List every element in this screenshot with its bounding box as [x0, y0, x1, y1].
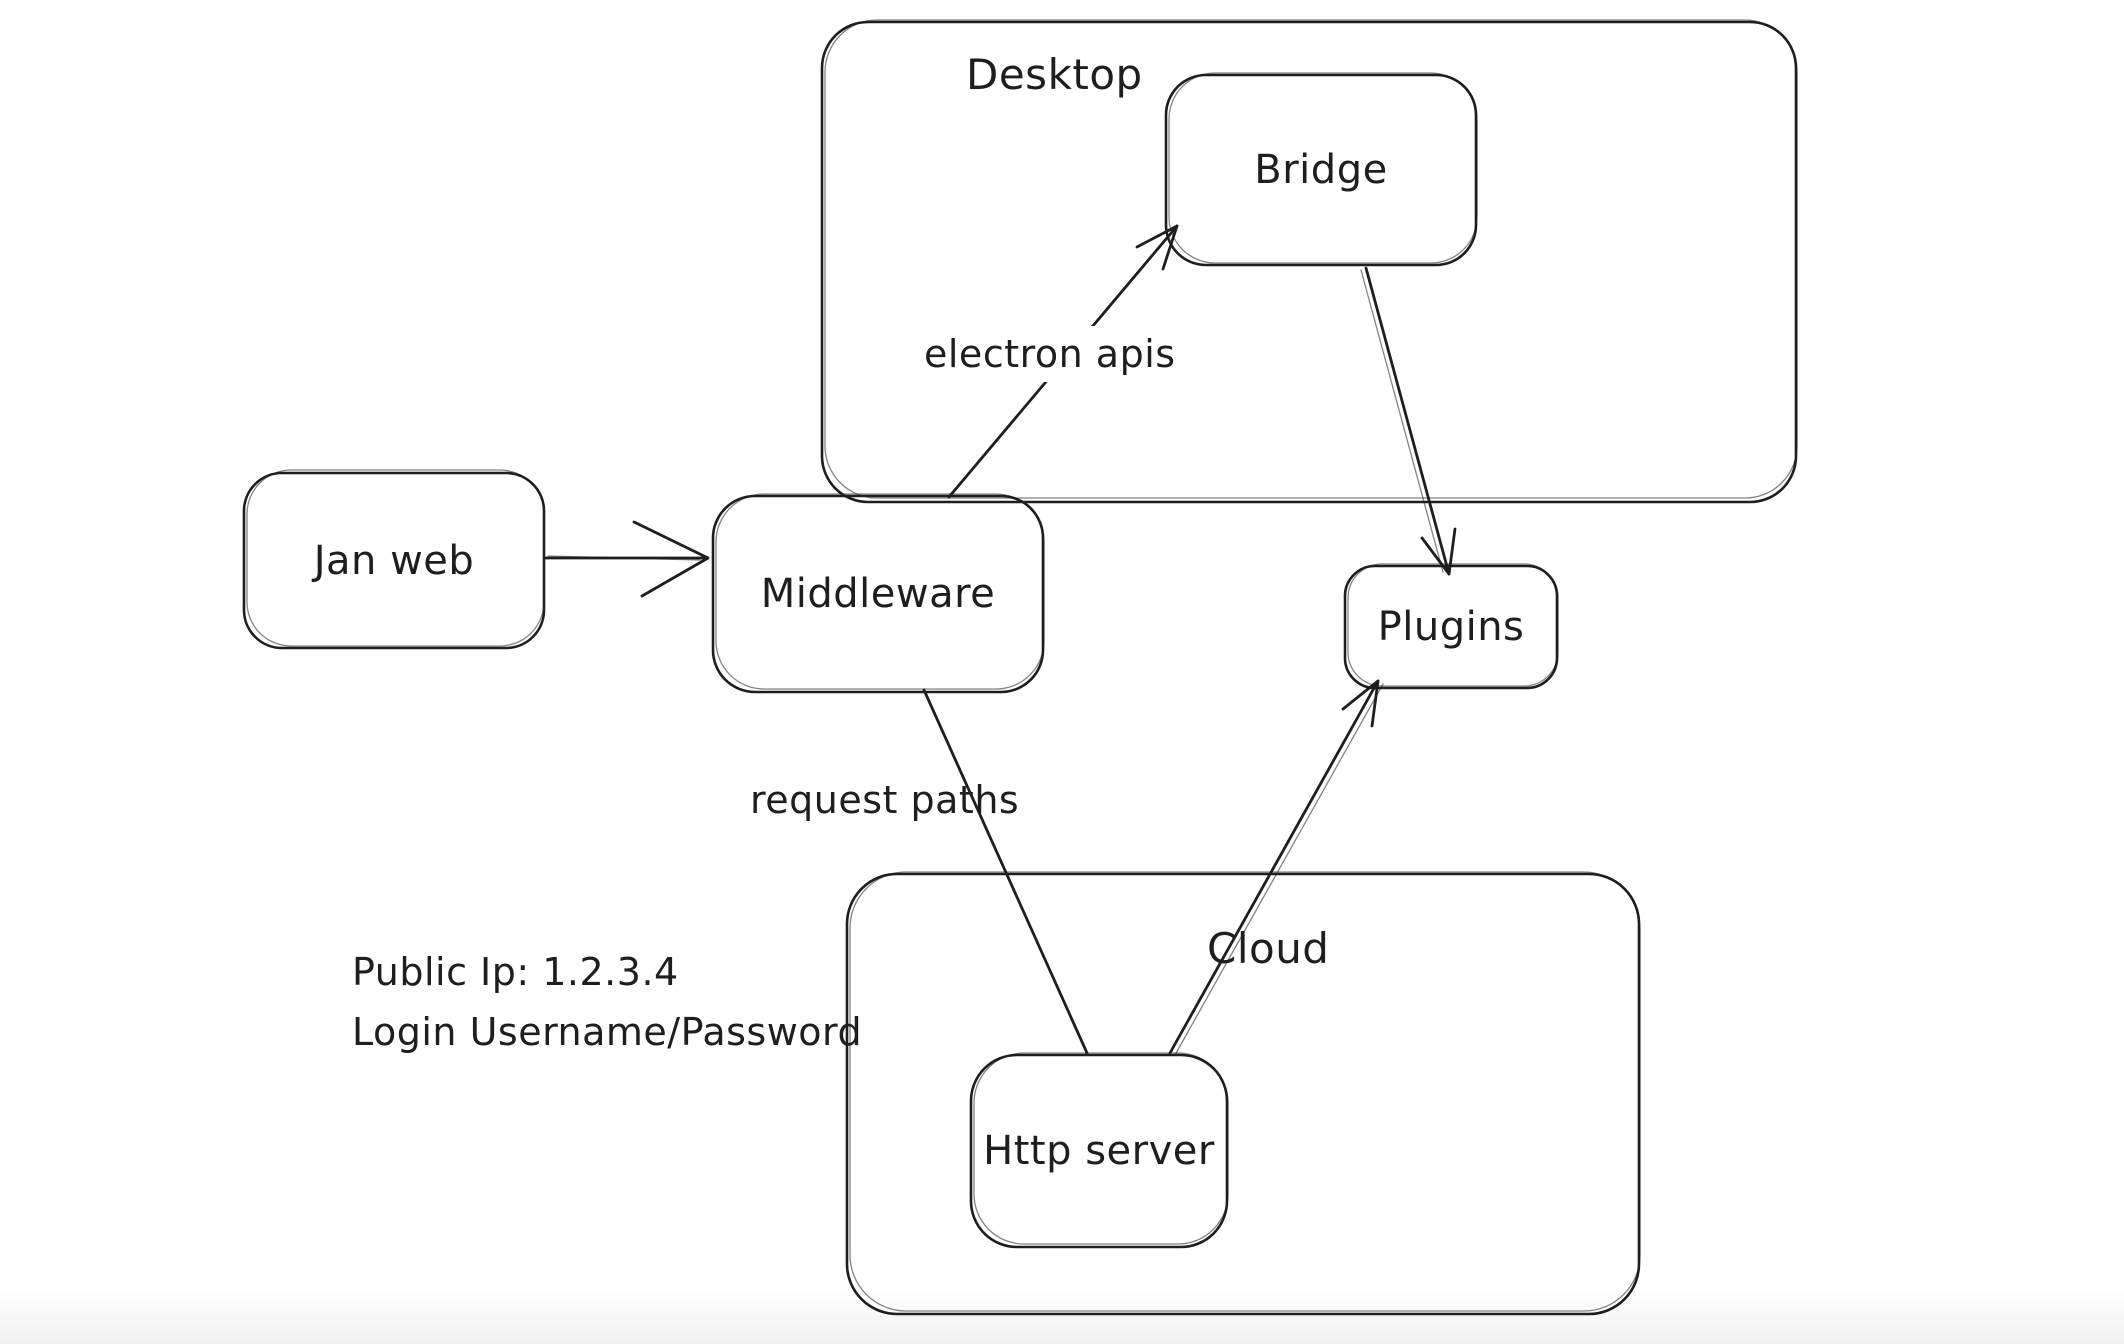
edge-jan-web-to-middleware-sketch	[547, 555, 701, 561]
edge-bridge-to-plugins-sketch	[1360, 269, 1444, 573]
bridge-label[interactable]: Bridge	[1254, 147, 1388, 193]
cloud-container-box-sketch	[849, 871, 1641, 1312]
http-server-box[interactable]	[969, 1053, 1229, 1249]
plugins-label[interactable]: Plugins	[1377, 604, 1525, 650]
bridge-box[interactable]	[1164, 73, 1478, 267]
cloud-container-box[interactable]	[845, 872, 1641, 1316]
edge-middleware-to-http-server[interactable]	[922, 688, 1089, 1055]
jan-web-label-wrap: Jan web	[244, 473, 544, 648]
bridge-label-wrap: Bridge	[1166, 75, 1476, 265]
http-server-label[interactable]: Http server	[983, 1128, 1215, 1174]
electron-apis-edge-label[interactable]: electron apis	[914, 326, 1186, 382]
cloud-container-label[interactable]: Cloud	[1207, 924, 1330, 973]
bridge-box-sketch	[1168, 72, 1478, 264]
edge-middleware-to-bridge-arrowhead	[1135, 224, 1179, 271]
middleware-label[interactable]: Middleware	[760, 571, 996, 617]
middleware-box-sketch	[715, 493, 1045, 690]
public-ip-text: Public Ip: 1.2.3.4	[352, 950, 679, 994]
edge-http-server-to-plugins-arrowhead	[1341, 679, 1380, 728]
desktop-container-box-sketch	[824, 19, 1798, 499]
http-server-box-sketch	[973, 1052, 1229, 1245]
middleware-label-wrap: Middleware	[713, 496, 1043, 692]
edge-http-server-to-plugins-sketch	[1174, 683, 1384, 1056]
plugins-label-wrap: Plugins	[1345, 566, 1557, 688]
jan-web-box-sketch	[246, 469, 545, 647]
credentials-annotation[interactable]: Public Ip: 1.2.3.4 Login Username/Passwo…	[352, 942, 862, 1062]
middleware-box[interactable]	[711, 494, 1045, 694]
request-paths-edge-label[interactable]: request paths	[750, 778, 1020, 822]
plugins-box-sketch	[1347, 563, 1559, 687]
desktop-container-label[interactable]: Desktop	[966, 50, 1143, 99]
http-server-label-wrap: Http server	[971, 1055, 1227, 1247]
edge-bridge-to-plugins[interactable]	[1364, 266, 1451, 576]
edge-jan-web-to-middleware-arrowhead	[632, 520, 710, 598]
jan-web-label[interactable]: Jan web	[313, 537, 475, 584]
edge-http-server-to-plugins[interactable]	[1168, 679, 1380, 1055]
login-text: Login Username/Password	[352, 1010, 863, 1054]
desktop-container-box[interactable]	[820, 20, 1798, 504]
edge-bridge-to-plugins-arrowhead	[1420, 527, 1457, 576]
